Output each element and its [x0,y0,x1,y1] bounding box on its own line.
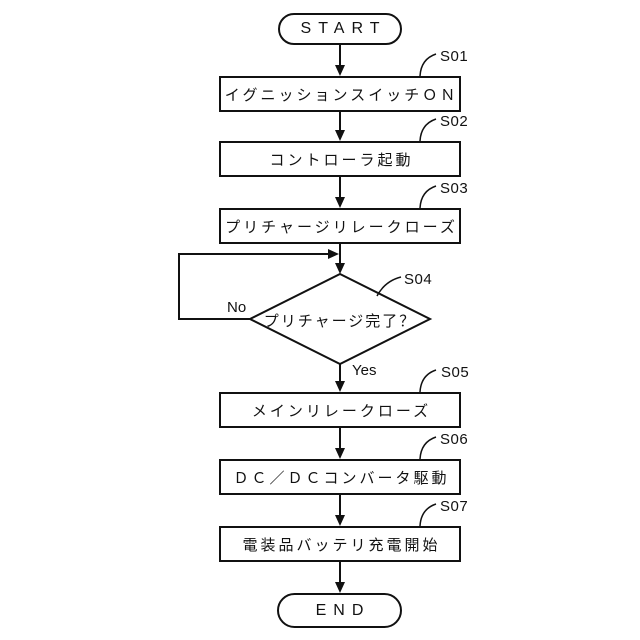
process-box-s05: メインリレークローズ [219,392,461,428]
process-box-s02: コントローラ起動 [219,141,461,177]
decision-label-s04: プリチャージ完了？ [263,313,417,330]
branch-label-no: No [227,299,247,316]
arrowhead-into-s04 [335,263,345,274]
step-tag-s06: S06 [440,431,469,448]
step-tag-s07: S07 [440,498,469,515]
leader-line-s04 [376,276,402,297]
process-label-s01: イグニッションスイッチＯＮ [224,86,459,104]
process-label-s02: コントローラ起動 [269,151,414,169]
arrowhead-into-s05 [335,381,345,392]
arrowhead-no-loop-join [328,249,339,259]
start-label: START [300,20,387,37]
end-terminal: END [277,593,402,628]
edge-s04-no-loop [178,253,330,320]
step-tag-s02: S02 [440,113,469,130]
process-box-s01: イグニッションスイッチＯＮ [219,76,461,112]
start-terminal: START [278,13,402,45]
process-label-s05: メインリレークローズ [251,402,432,420]
arrowhead-into-s02 [335,130,345,141]
process-box-s07: 電装品バッテリ充電開始 [219,526,461,562]
step-tag-s05: S05 [441,364,470,381]
process-label-s06: ＤＣ／ＤＣコンバータ駆動 [233,469,450,487]
arrowhead-into-end [335,582,345,593]
process-label-s03: プリチャージリレークローズ [225,218,458,236]
arrowhead-into-s01 [335,65,345,76]
process-box-s06: ＤＣ／ＤＣコンバータ駆動 [219,459,461,495]
branch-label-yes: Yes [352,362,377,379]
leader-line-s06 [419,436,437,460]
leader-line-s05 [419,369,437,393]
step-tag-s04: S04 [404,271,433,288]
leader-line-s01 [419,53,437,77]
step-tag-s03: S03 [440,180,469,197]
process-label-s07: 電装品バッテリ充電開始 [242,536,441,554]
leader-line-s02 [419,118,437,142]
leader-line-s07 [419,503,437,527]
arrowhead-into-s06 [335,448,345,459]
arrowhead-into-s07 [335,515,345,526]
process-box-s03: プリチャージリレークローズ [219,208,461,244]
leader-line-s03 [419,185,437,209]
step-tag-s01: S01 [440,48,469,65]
end-label: END [315,601,371,619]
arrowhead-into-s03 [335,197,345,208]
decision-diamond-s04 [247,272,433,366]
